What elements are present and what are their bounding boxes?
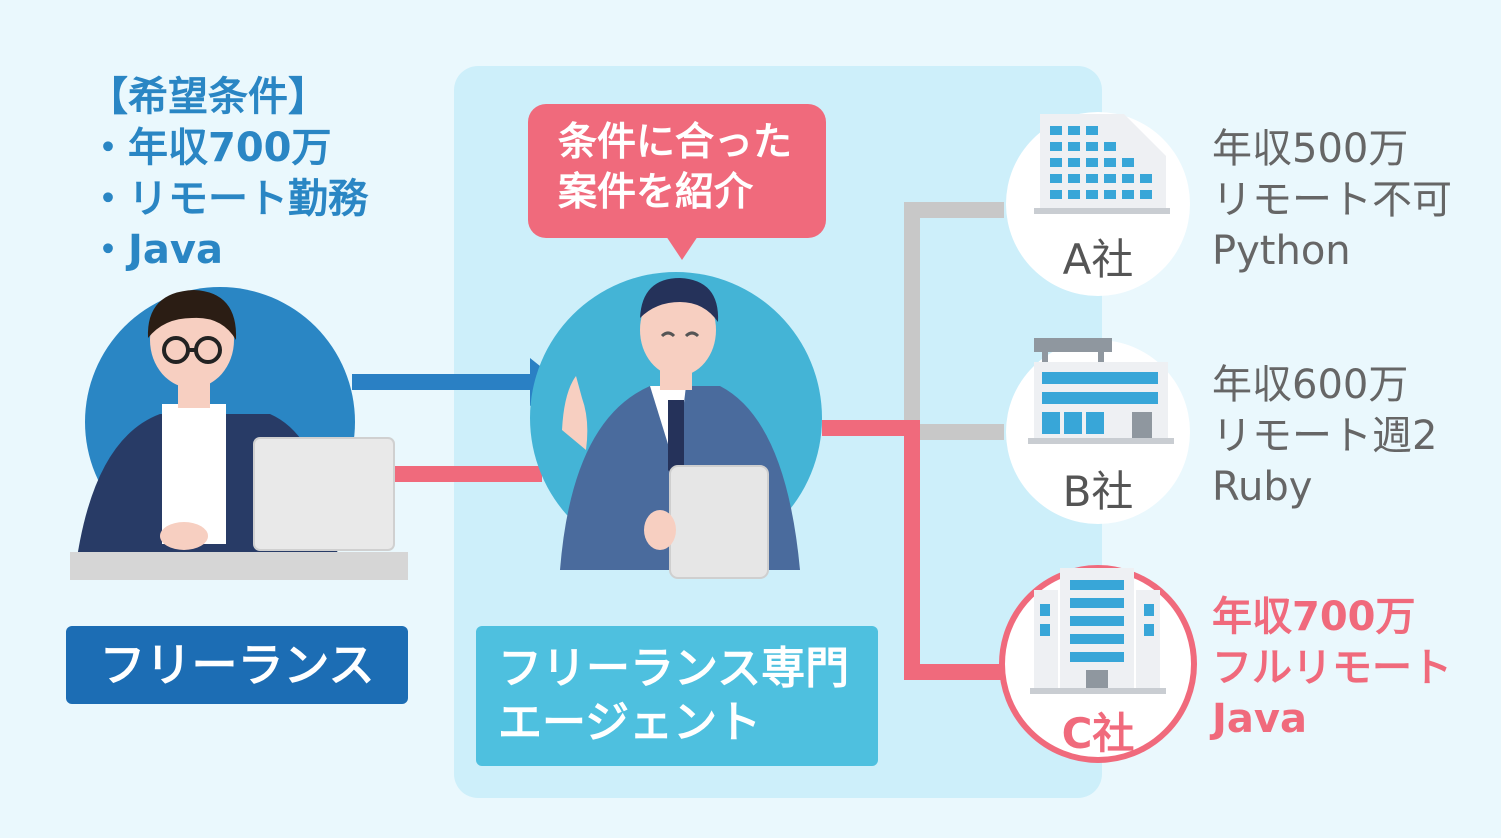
speech-bubble: 条件に合った 案件を紹介 xyxy=(528,104,826,260)
requirement-item: ・リモート勤務 xyxy=(88,176,368,222)
agent-label-line: フリーランス専門 xyxy=(498,643,850,694)
requirements-list: 【希望条件】 ・年収700万 ・リモート勤務 ・Java xyxy=(88,72,368,276)
company-detail: Java xyxy=(1212,696,1307,742)
company-detail: リモート週2 xyxy=(1212,413,1438,459)
company-detail: Python xyxy=(1212,228,1351,274)
connector-lines xyxy=(822,202,1006,680)
arrow-to-agent xyxy=(352,358,560,406)
company-detail: リモート不可 xyxy=(1212,177,1452,223)
company-detail: フルリモート xyxy=(1212,645,1452,691)
requirement-item: ・年収700万 xyxy=(88,125,332,171)
freelancer-illustration xyxy=(70,287,408,580)
company-detail: 年収500万 xyxy=(1212,126,1409,172)
company-b-icon xyxy=(1006,338,1190,524)
company-c-icon xyxy=(999,565,1197,763)
requirement-item: ・Java xyxy=(88,227,223,273)
connector-gray-a xyxy=(904,202,1004,432)
speech-bubble-line: 条件に合った xyxy=(558,120,793,165)
company-c-name: C社 xyxy=(1061,709,1135,758)
agent-label: フリーランス専門 エージェント xyxy=(476,626,878,766)
company-detail: 年収600万 xyxy=(1212,362,1409,408)
agent-label-line: エージェント xyxy=(498,697,762,748)
company-c-details: 年収700万 フルリモート Java xyxy=(1212,592,1452,745)
freelancer-label: フリーランス xyxy=(66,626,408,704)
company-b-details: 年収600万 リモート週2 Ruby xyxy=(1212,360,1437,513)
company-a-details: 年収500万 リモート不可 Python xyxy=(1212,124,1452,277)
connector-pink-c xyxy=(822,420,1006,680)
company-a-icon xyxy=(1006,112,1190,296)
speech-bubble-line: 案件を紹介 xyxy=(558,170,754,215)
company-detail: Ruby xyxy=(1212,464,1313,510)
company-b-name: B社 xyxy=(1062,467,1134,516)
agent-illustration xyxy=(530,272,822,579)
company-detail: 年収700万 xyxy=(1212,594,1416,640)
requirements-heading: 【希望条件】 xyxy=(88,74,328,120)
company-a-name: A社 xyxy=(1062,235,1134,284)
